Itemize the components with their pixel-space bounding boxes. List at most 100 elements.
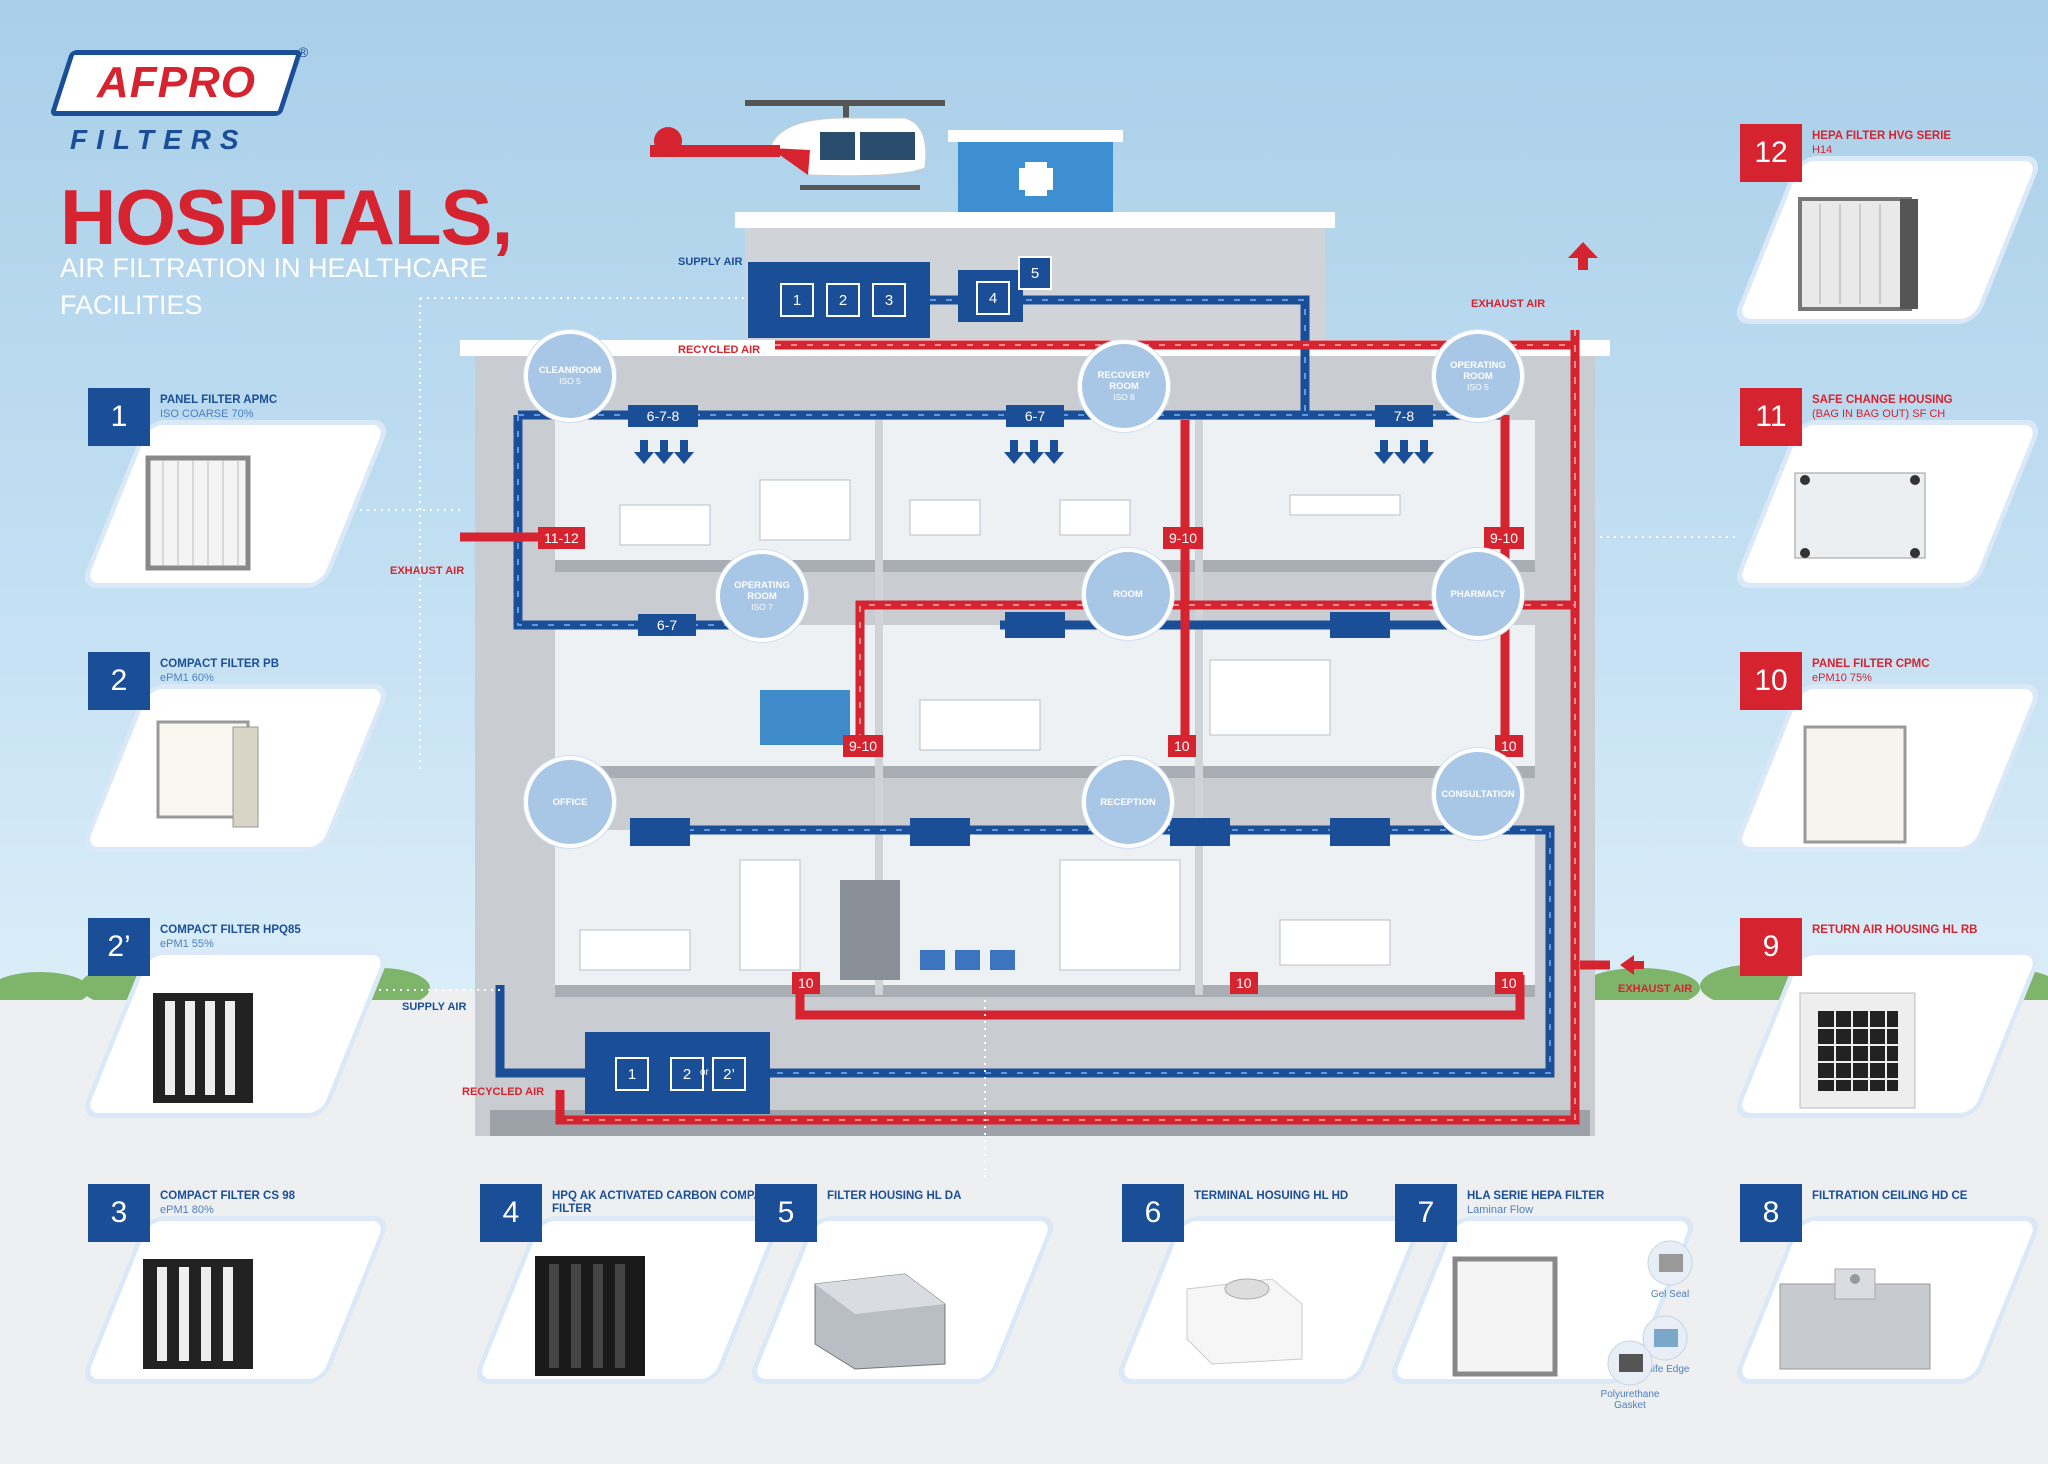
product-name: COMPACT FILTER PB bbox=[160, 658, 280, 670]
room-name: CONSULTATION bbox=[1441, 788, 1515, 800]
ahu-bottom-slot-1: 1 bbox=[615, 1057, 649, 1091]
seal-label: Gel Seal bbox=[1650, 1289, 1690, 1300]
product-card-11[interactable]: 11 SAFE CHANGE HOUSING (BAG IN BAG OUT) … bbox=[1731, 388, 2044, 618]
product-number: 6 bbox=[1122, 1184, 1184, 1242]
product-card-12[interactable]: 12 HEPA FILTER HVG SERIE H14 bbox=[1731, 124, 2044, 354]
supply-tag-1: 6-7-8 bbox=[628, 405, 698, 427]
product-name: COMPACT FILTER HPQ85 bbox=[160, 924, 301, 936]
product-name: PANEL FILTER CPMC bbox=[1812, 658, 1930, 670]
product-card-1[interactable]: 1 PANEL FILTER APMC ISO COARSE 70% bbox=[79, 388, 392, 618]
product-number: 3 bbox=[88, 1184, 150, 1242]
seal-knife-icon-area: Knife Edge bbox=[1625, 1315, 1705, 1375]
product-number: 7 bbox=[1395, 1184, 1457, 1242]
room-bubble-room: ROOM bbox=[1082, 548, 1174, 640]
room-bubble-pharmacy: PHARMACY bbox=[1432, 548, 1524, 640]
product-number: 8 bbox=[1740, 1184, 1802, 1242]
ahu-bottom-slot-2: 2 bbox=[670, 1057, 704, 1091]
product-spec: ePM1 60% bbox=[160, 672, 214, 684]
terminal-housing-icon bbox=[1186, 1278, 1303, 1365]
hepa-box-filter-icon bbox=[1798, 197, 1918, 311]
page-title: HOSPITALS, bbox=[60, 173, 513, 261]
ahu-bottom-or: or bbox=[700, 1067, 709, 1078]
ahu-top-slot-1: 1 bbox=[780, 283, 814, 317]
label-exhaust-air-top: EXHAUST AIR bbox=[1471, 298, 1546, 310]
product-spec: (BAG IN BAG OUT) SF CH bbox=[1812, 408, 1946, 420]
room-name: OFFICE bbox=[552, 796, 588, 808]
product-card-9[interactable]: 9 RETURN AIR HOUSING HL RB bbox=[1731, 918, 2044, 1148]
product-name: PANEL FILTER APMC bbox=[160, 394, 278, 406]
supply-tag-3: 7-8 bbox=[1375, 405, 1433, 427]
label-supply-air-bottom: SUPPLY AIR bbox=[402, 1001, 467, 1013]
logo-subtext: FILTERS bbox=[70, 124, 248, 155]
panel-filter-icon bbox=[1803, 725, 1907, 844]
room-name: OPERATING ROOM bbox=[1450, 359, 1506, 382]
ahu-top-slot-2: 2 bbox=[826, 283, 860, 317]
supply-tag-4: 6-7 bbox=[638, 614, 696, 636]
product-number: 4 bbox=[480, 1184, 542, 1242]
product-spec: H14 bbox=[1812, 144, 1833, 156]
afpro-logo: AFPRO ® FILTERS bbox=[49, 44, 308, 156]
label-exhaust-air-left: EXHAUST AIR bbox=[390, 565, 465, 577]
room-bubble-reception: RECEPTION bbox=[1082, 756, 1174, 848]
product-card-10[interactable]: 10 PANEL FILTER CPMC ePM10 75% bbox=[1731, 652, 2044, 882]
room-bubble-office: OFFICE bbox=[524, 756, 616, 848]
return-tag-3: 9-10 bbox=[1484, 527, 1525, 549]
product-name: HEPA FILTER HVG SERIE bbox=[1812, 130, 1952, 142]
product-card-2[interactable]: 2 COMPACT FILTER PB ePM1 60% bbox=[79, 652, 392, 882]
room-iso: ISO 8 bbox=[1113, 391, 1135, 402]
return-tag-9: 10 bbox=[1495, 972, 1523, 994]
return-tag-7: 10 bbox=[792, 972, 820, 994]
product-number: 12 bbox=[1740, 124, 1802, 182]
product-spec: ePM1 55% bbox=[160, 938, 214, 950]
product-card-2prime[interactable]: 2’ COMPACT FILTER HPQ85 ePM1 55% bbox=[79, 918, 392, 1148]
room-name: OPERATING ROOM bbox=[734, 579, 790, 602]
room-bubble-consultation: CONSULTATION bbox=[1432, 748, 1524, 840]
return-grille-icon bbox=[1799, 992, 1916, 1109]
product-number: 2’ bbox=[88, 918, 150, 976]
filtration-ceiling-icon bbox=[1779, 1268, 1931, 1370]
product-card-6[interactable]: 6 TERMINAL HOSUING HL HD bbox=[1113, 1184, 1426, 1414]
return-tag-1: 11-12 bbox=[538, 527, 585, 549]
ahu-bottom-slot-2prime: 2’ bbox=[712, 1057, 746, 1091]
product-name: COMPACT FILTER CS 98 bbox=[160, 1190, 296, 1202]
product-card-7[interactable]: 7 HLA SERIE HEPA FILTER Laminar Flow bbox=[1386, 1184, 1699, 1414]
label-recycled-air-top: RECYCLED AIR bbox=[678, 344, 761, 356]
helicopter-icon bbox=[650, 100, 945, 190]
return-tag-2: 9-10 bbox=[1163, 527, 1204, 549]
room-name: RECEPTION bbox=[1100, 796, 1156, 808]
seal-label: Polyurethane Gasket bbox=[1600, 1389, 1660, 1411]
return-tag-5: 10 bbox=[1168, 735, 1196, 757]
ahu-top-slot-3: 3 bbox=[872, 283, 906, 317]
product-card-5[interactable]: 5 FILTER HOUSING HL DA bbox=[746, 1184, 1059, 1414]
carbon-v-bank-filter-icon bbox=[535, 1256, 645, 1376]
product-card-8[interactable]: 8 FILTRATION CEILING HD CE bbox=[1731, 1184, 2044, 1414]
ahu-top-slot-5: 5 bbox=[1018, 256, 1052, 290]
product-spec: ePM1 80% bbox=[160, 1204, 214, 1216]
label-exhaust-air-right: EXHAUST AIR bbox=[1618, 983, 1693, 995]
product-number: 5 bbox=[755, 1184, 817, 1242]
product-card-3[interactable]: 3 COMPACT FILTER CS 98 ePM1 80% bbox=[79, 1184, 392, 1414]
product-spec: ePM10 75% bbox=[1812, 672, 1872, 684]
room-name: CLEANROOM bbox=[538, 365, 602, 376]
product-name: HPQ AK ACTIVATED CARBON COMPACT FILTER bbox=[552, 1190, 778, 1215]
product-name: RETURN AIR HOUSING HL RB bbox=[1812, 924, 1978, 936]
pleated-panel-filter-icon bbox=[145, 455, 251, 571]
v-bank-filter-icon bbox=[153, 993, 253, 1103]
page-subtitle: AIR FILTRATION IN HEALTHCARE FACILITIES bbox=[60, 253, 488, 320]
product-number: 10 bbox=[1740, 652, 1802, 710]
return-tag-8: 10 bbox=[1230, 972, 1258, 994]
room-iso: ISO 5 bbox=[559, 376, 581, 386]
product-card-4[interactable]: 4 HPQ AK ACTIVATED CARBON COMPACT FILTER bbox=[471, 1184, 784, 1414]
return-tag-6: 10 bbox=[1495, 735, 1523, 757]
label-supply-air-top: SUPPLY AIR bbox=[678, 256, 743, 268]
seal-label: Knife Edge bbox=[1640, 1364, 1690, 1375]
product-number: 1 bbox=[88, 388, 150, 446]
seal-gel-icon-area: Gel Seal bbox=[1640, 1240, 1700, 1300]
product-name: TERMINAL HOSUING HL HD bbox=[1194, 1190, 1349, 1202]
return-tag-4: 9-10 bbox=[843, 735, 884, 757]
product-name: FILTRATION CEILING HD CE bbox=[1812, 1190, 1968, 1202]
knife-edge-icon bbox=[1642, 1315, 1688, 1361]
